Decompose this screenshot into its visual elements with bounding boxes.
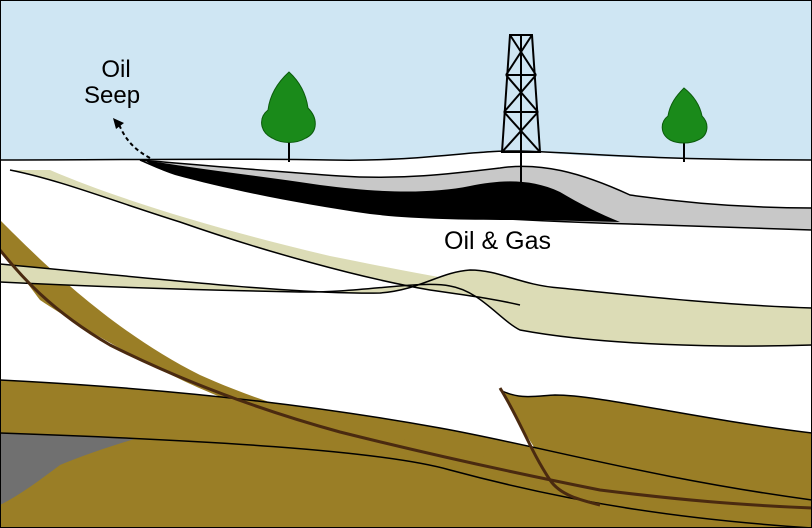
tree-icon (661, 87, 708, 162)
derrick-icon (500, 34, 542, 188)
oil-reservoir (145, 160, 620, 222)
tree-icon (261, 71, 316, 162)
fault-block-layer (500, 390, 812, 515)
oil-seep-label: Oil Seep (84, 56, 140, 108)
sandstone-layer (0, 264, 812, 347)
strata-outlines (0, 150, 812, 528)
oil-seep-label-line1: Oil (101, 56, 131, 83)
arrow-icon (113, 118, 151, 159)
fault-lines (0, 249, 812, 510)
top-sand-band (10, 170, 520, 305)
upper-brown-layer (0, 220, 812, 528)
sky (0, 0, 812, 161)
oil-seep-label-line2: Seep (84, 82, 141, 109)
oil-gas-label: Oil & Gas (444, 227, 551, 255)
